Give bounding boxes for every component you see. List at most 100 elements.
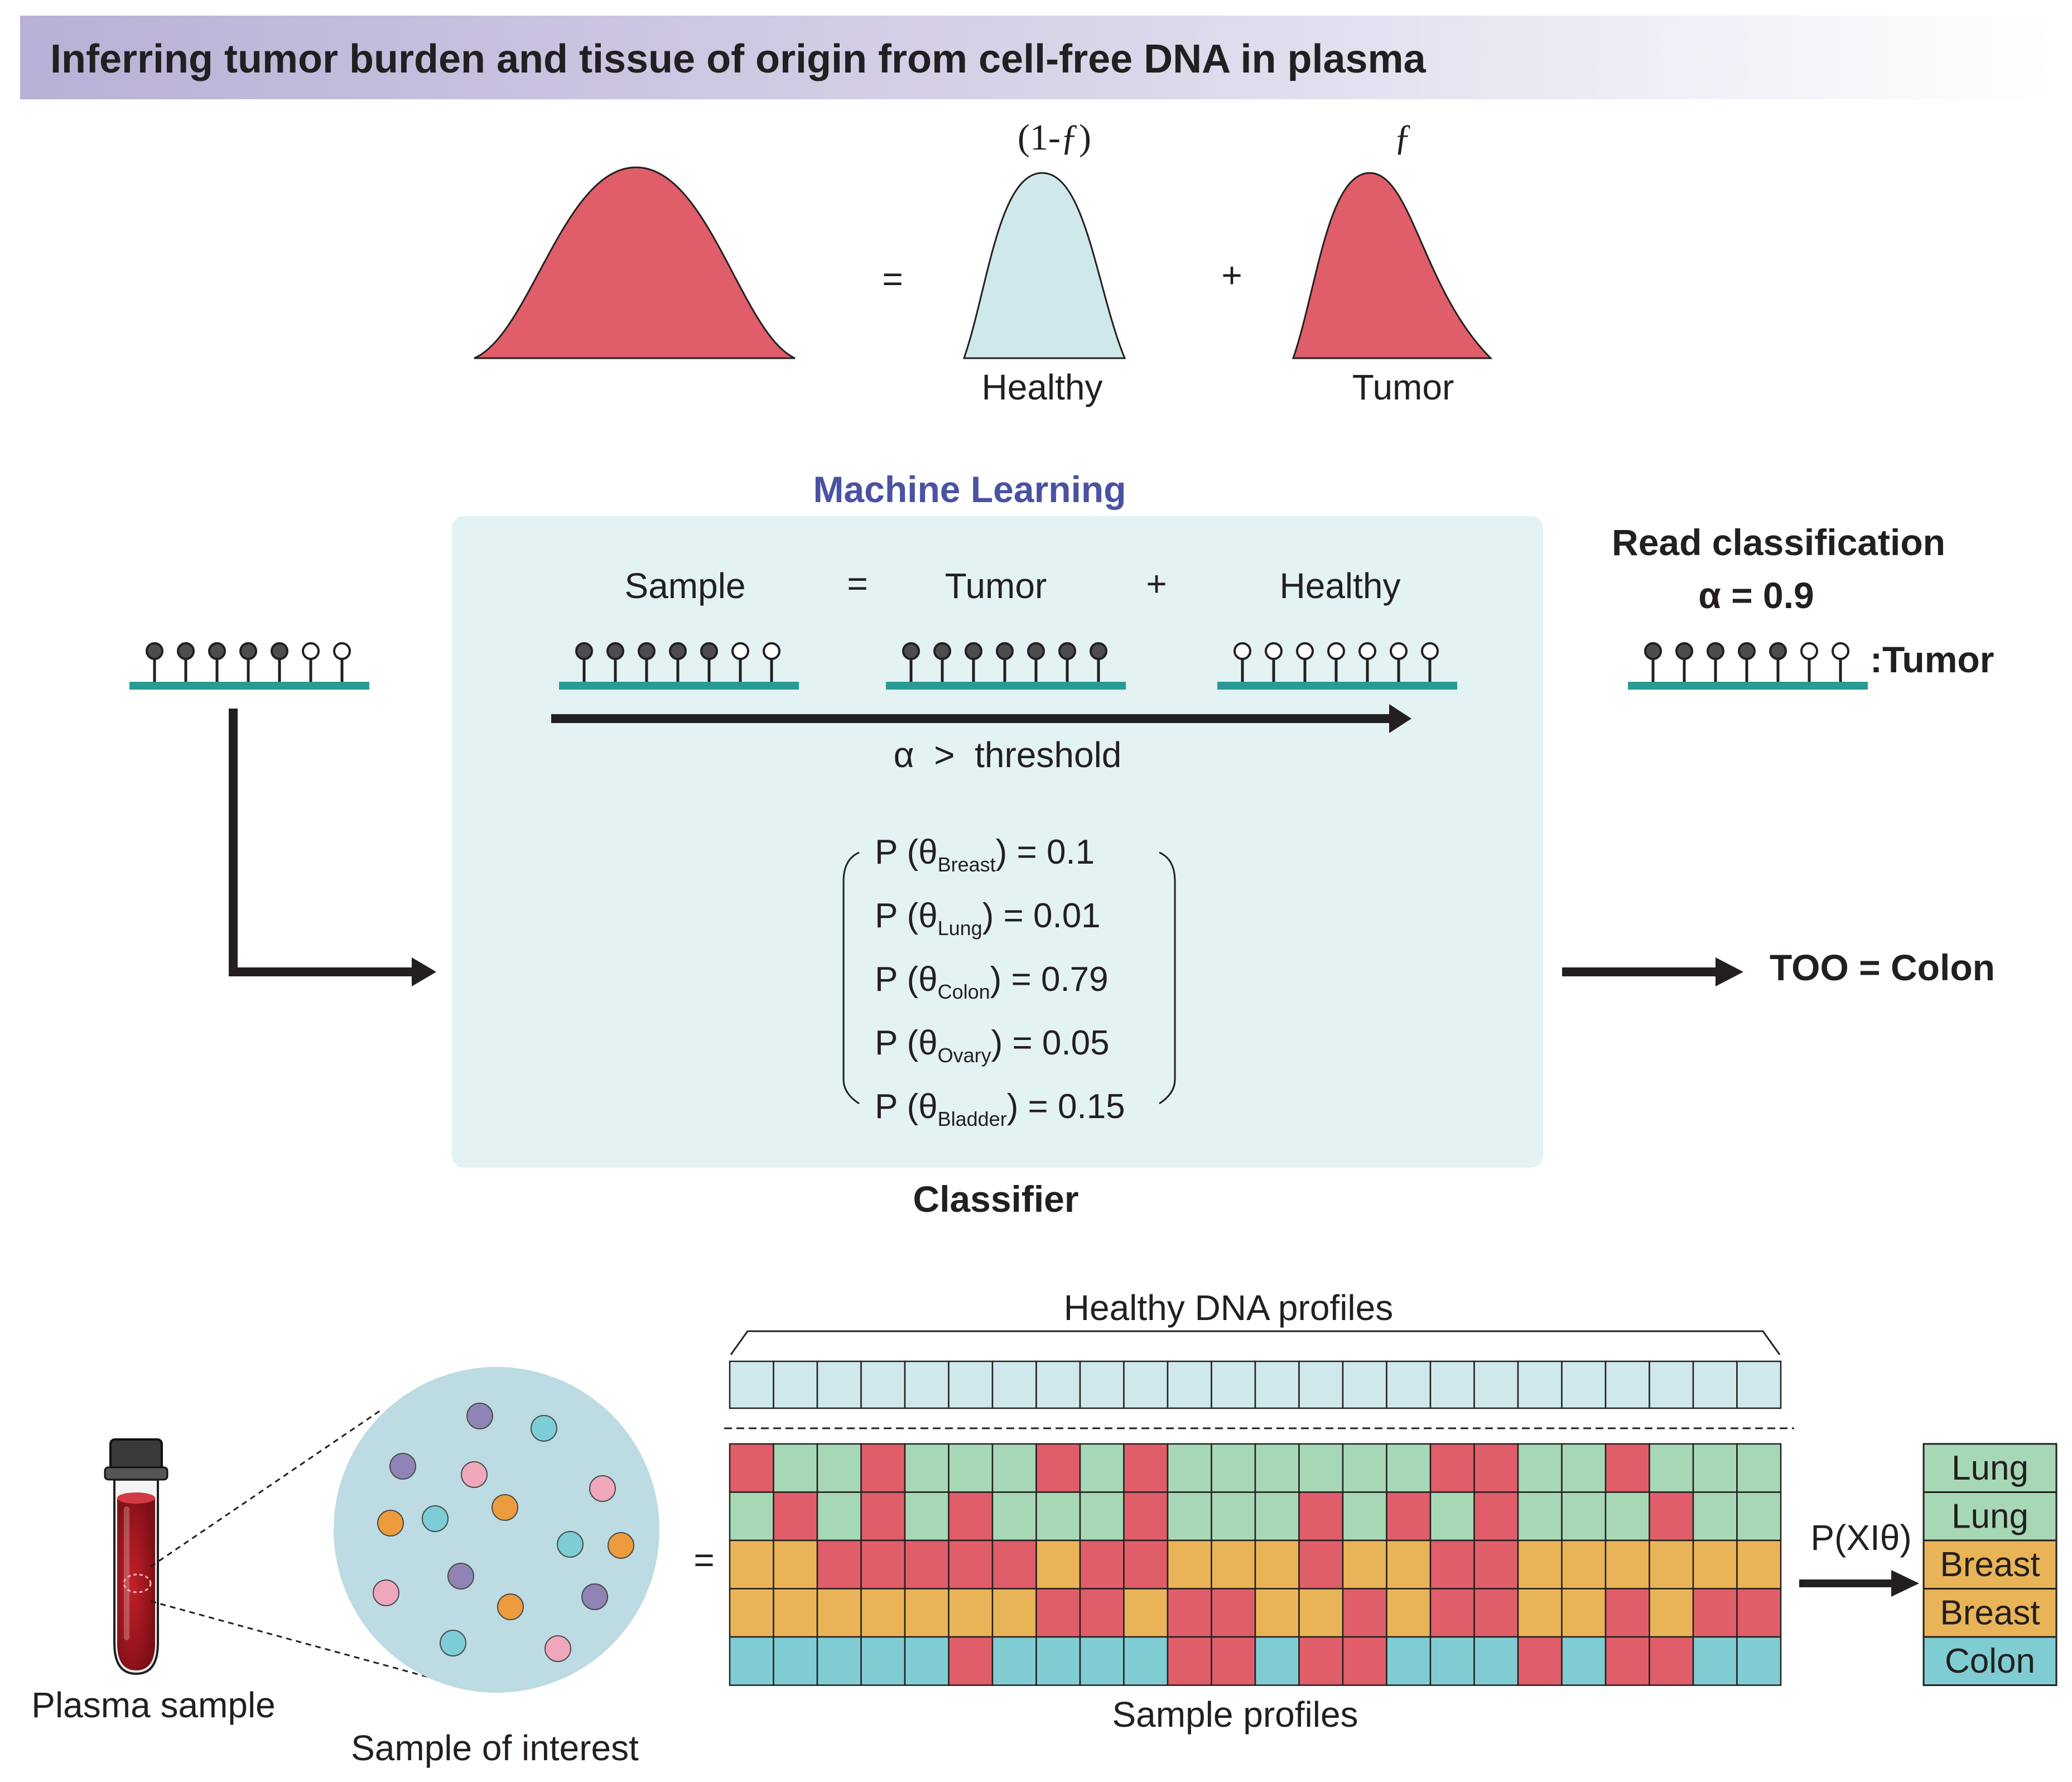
sample-profile-cell (1342, 1491, 1387, 1542)
sample-profile-cell (1035, 1491, 1081, 1542)
input-path-line (229, 709, 417, 976)
healthy-profile-cell (904, 1360, 950, 1409)
sample-profile-cell (1298, 1636, 1344, 1686)
sample-profile-cell (1386, 1443, 1432, 1493)
cfdna-particle (608, 1532, 634, 1559)
sample-profile-cell (816, 1491, 862, 1542)
methylated-site (1027, 642, 1045, 660)
ml-healthy-label: Healthy (1280, 566, 1401, 606)
methylated-site (1644, 642, 1662, 660)
healthy-profile-cell (773, 1360, 818, 1409)
ml-tumor-label: Tumor (945, 566, 1047, 606)
sample-profile-cell (1473, 1588, 1519, 1638)
methylated-site (575, 642, 593, 660)
cfdna-particle (440, 1630, 466, 1656)
sample-profile-cell (1561, 1588, 1607, 1638)
sample-profile-cell (991, 1443, 1037, 1493)
sample-profile-cell (1298, 1491, 1344, 1542)
sample-profile-cell (1167, 1491, 1212, 1542)
left-bracket (842, 851, 860, 1105)
classifier-label: Classifier (913, 1178, 1078, 1220)
sample-profile-cell (1692, 1636, 1738, 1686)
unmethylated-site (302, 642, 320, 660)
sample-of-interest-label: Sample of interest (351, 1728, 639, 1768)
methylated-site (208, 642, 226, 660)
healthy-profile-cell (1473, 1360, 1519, 1409)
cfdna-particle (373, 1579, 399, 1606)
unmethylated-site (1265, 642, 1283, 660)
healthy-profile-cell (1167, 1360, 1212, 1409)
sample-profile-cell (1035, 1443, 1081, 1493)
sample-profile-cell (1692, 1588, 1738, 1638)
cfdna-particle (589, 1475, 616, 1502)
read-group (129, 642, 1868, 690)
read-classification-result: :Tumor (1870, 639, 1994, 680)
read-classification-alpha: α = 0.9 (1698, 575, 1814, 616)
likelihood-arrow-head (1891, 1570, 1919, 1597)
sample-profile-cell (773, 1588, 818, 1638)
sample-profile-cell (1254, 1443, 1300, 1493)
sample-profile-cell (1298, 1443, 1344, 1493)
sample-profile-cell (729, 1588, 774, 1638)
sample-profile-cell (1604, 1539, 1650, 1590)
healthy-profile-cell (1604, 1360, 1650, 1409)
healthy-profile-cell (1211, 1360, 1256, 1409)
unmethylated-site (1233, 642, 1251, 660)
probability-entry: P (θLung) = 0.01 (875, 897, 1101, 940)
sample-profile-cell (729, 1443, 774, 1493)
mixture-plus-sign: + (1221, 255, 1242, 295)
sample-profile-cell (1342, 1588, 1387, 1638)
sample-profile-cell (1167, 1636, 1212, 1686)
mixture-equals-sign: = (882, 259, 903, 299)
sample-profile-cell (1386, 1636, 1432, 1686)
sample-profile-cell (991, 1588, 1037, 1638)
sample-profile-cell (1386, 1588, 1432, 1638)
tissue-label-cell (1922, 1539, 2057, 1590)
sample-read (559, 642, 799, 690)
sample-profile-cell (816, 1588, 862, 1638)
sample-profile-cell (1167, 1443, 1212, 1493)
sample-profile-cell (1298, 1539, 1344, 1590)
sample-profile-cell (1429, 1491, 1475, 1542)
input-path-arrow-head (412, 957, 436, 986)
cfdna-particle (422, 1505, 449, 1532)
sample-profile-cell (1123, 1588, 1169, 1638)
sample-profile-cell (1035, 1539, 1081, 1590)
ml-heading: Machine Learning (813, 469, 1126, 510)
methylated-site (965, 642, 982, 660)
methylated-site (1738, 642, 1756, 660)
methylated-site (996, 642, 1014, 660)
plasma-equals-sign: = (693, 1540, 714, 1580)
sample-profile-cell (1254, 1588, 1300, 1638)
mixture-curve (474, 166, 796, 359)
healthy-curve-label: Healthy (982, 367, 1103, 407)
unmethylated-site (763, 642, 780, 660)
tissue-label-cell (1922, 1443, 2057, 1493)
sample-profile-cell (948, 1636, 994, 1686)
unmethylated-site (333, 642, 351, 660)
sample-profile-cell (1079, 1539, 1125, 1590)
methylated-site (177, 642, 195, 660)
healthy-profiles-heading: Healthy DNA profiles (1064, 1288, 1393, 1328)
healthy-profile-cell (948, 1360, 994, 1409)
cfdna-particle (557, 1531, 584, 1558)
sample-profile-cell (1561, 1636, 1607, 1686)
sample-profile-cell (1211, 1491, 1256, 1542)
methylated-site (700, 642, 718, 660)
sample-profile-cell (773, 1636, 818, 1686)
dna-strand (559, 682, 799, 690)
tumor-curve-label: Tumor (1352, 367, 1454, 407)
sample-profile-cell (1649, 1539, 1694, 1590)
healthy-profile-cell (1298, 1360, 1344, 1409)
sample-profile-cell (1429, 1539, 1475, 1590)
sample-profile-cell (1211, 1443, 1256, 1493)
healthy-profile-cell (991, 1360, 1037, 1409)
methylated-site (1707, 642, 1724, 660)
sample-profile-cell (1386, 1539, 1432, 1590)
unmethylated-site (1296, 642, 1314, 660)
sample-profile-cell (904, 1636, 950, 1686)
tissue-label-cell (1922, 1491, 2057, 1542)
tumor-curve (1292, 172, 1493, 359)
